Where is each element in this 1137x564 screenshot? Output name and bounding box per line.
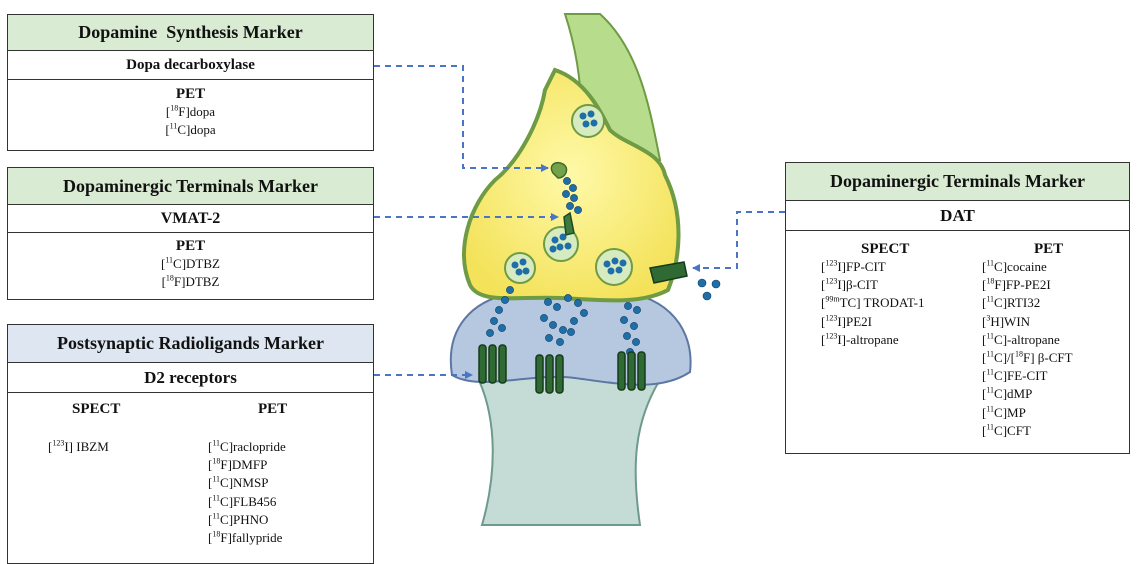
tracer-item: [11C]PHNO [208, 511, 287, 529]
tracer-item: [11C]FE-CIT [982, 367, 1073, 385]
tracer-item: [123I]FP-CIT [821, 258, 924, 276]
dopamine-synthesis-box: Dopamine Synthesis Marker Dopa decarboxy… [7, 14, 374, 151]
tracer-item: [18F]fallypride [208, 529, 287, 547]
dat-pet-label: PET [982, 240, 1073, 258]
postsynaptic-dendrite [475, 372, 665, 525]
dat-spect-label: SPECT [821, 240, 924, 258]
postsynaptic-pet-column: PET [11C]raclopride [18F]DMFP [11C]NMSP … [208, 400, 287, 547]
tracer-item: [18F]dopa [8, 103, 373, 121]
tracer-item: [11C]/[18F] β-CFT [982, 349, 1073, 367]
tracer-item: [11C]CFT [982, 422, 1073, 440]
dat-marker-box: Dopaminergic Terminals Marker DAT SPECT … [785, 162, 1130, 454]
arrow-dat [693, 212, 785, 268]
dat-pet-column: PET [11C]cocaine [18F]FP-PE2I [11C]RTI32… [982, 240, 1073, 440]
synthesis-tracers: PET [18F]dopa [11C]dopa [8, 80, 373, 139]
synthesis-pet-label: PET [8, 85, 373, 103]
postsynaptic-membrane [451, 292, 691, 385]
vmat2-tracers: PET [11C]DTBZ [18F]DTBZ [8, 233, 373, 291]
tracer-item: [11C]RTI32 [982, 294, 1073, 312]
vmat2-pet-label: PET [8, 237, 373, 255]
tracer-item: [18F]DMFP [208, 456, 287, 474]
tracer-item: [123I]-altropane [821, 331, 924, 349]
tracer-item: [3H]WIN [982, 313, 1073, 331]
tracer-item: [11C]-altropane [982, 331, 1073, 349]
vmat2-label: VMAT-2 [8, 205, 373, 233]
tracer-item: [123I]PE2I [821, 313, 924, 331]
tracer-item: [11C]dMP [982, 385, 1073, 403]
postsynaptic-spect-label: SPECT [48, 400, 120, 418]
tracer-item: [18F]DTBZ [8, 273, 373, 291]
tracer-item: [99mTC] TRODAT-1 [821, 294, 924, 312]
d2-receptors-label: D2 receptors [8, 363, 373, 393]
tracer-item: [123I] IBZM [48, 438, 120, 456]
tracer-item: [18F]FP-PE2I [982, 276, 1073, 294]
dopa-decarboxylase-label: Dopa decarboxylase [8, 51, 373, 80]
tracer-item: [11C]cocaine [982, 258, 1073, 276]
dopamine-synthesis-title: Dopamine Synthesis Marker [8, 15, 373, 51]
dat-box-title: Dopaminergic Terminals Marker [786, 163, 1129, 201]
tracer-item: [11C]raclopride [208, 438, 287, 456]
tracer-item: [11C]dopa [8, 121, 373, 139]
dat-spect-column: SPECT [123I]FP-CIT [123I]β-CIT [99mTC] T… [821, 240, 924, 349]
vmat2-box-title: Dopaminergic Terminals Marker [8, 168, 373, 205]
tracer-item: [123I]β-CIT [821, 276, 924, 294]
tracer-item: [11C]FLB456 [208, 493, 287, 511]
postsynaptic-pet-label: PET [208, 400, 287, 418]
tracer-item: [11C]DTBZ [8, 255, 373, 273]
postsynaptic-box-title: Postsynaptic Radioligands Marker [8, 325, 373, 363]
postsynaptic-marker-box: Postsynaptic Radioligands Marker D2 rece… [7, 324, 374, 564]
vmat2-marker-box: Dopaminergic Terminals Marker VMAT-2 PET… [7, 167, 374, 300]
dat-label: DAT [786, 201, 1129, 231]
tracer-item: [11C]NMSP [208, 474, 287, 492]
postsynaptic-spect-column: SPECT [123I] IBZM [48, 400, 120, 456]
tracer-item: [11C]MP [982, 404, 1073, 422]
